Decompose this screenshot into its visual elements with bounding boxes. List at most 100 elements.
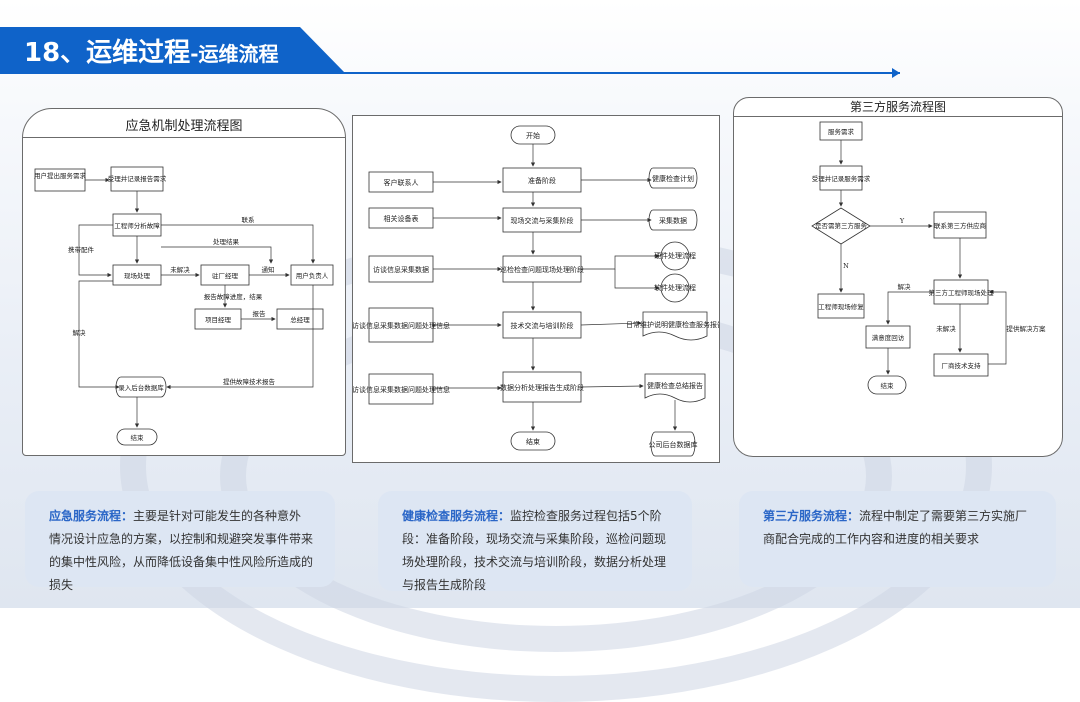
tech-label: 技术交流与培训阶段 bbox=[511, 321, 574, 330]
inspect-node bbox=[502, 255, 582, 283]
vendor-support-node bbox=[933, 353, 989, 377]
page-title: 18、运维过程-运维流程 bbox=[24, 32, 279, 69]
report-edge-label: 报告故障进度，结果 bbox=[204, 292, 263, 301]
start-label: 开始 bbox=[526, 131, 540, 140]
health-check-flow-panel: 开始 准备阶段 现场交流与采集阶段 巡检检查问题现场处理阶段 技术交流与培训阶段… bbox=[352, 115, 720, 463]
gm-node bbox=[276, 308, 324, 330]
sw-output bbox=[660, 273, 690, 303]
device-table-label: 相关设备表 bbox=[384, 214, 419, 223]
contact-input-label: 客户联系人 bbox=[384, 178, 419, 187]
title-divider-arrow bbox=[892, 68, 900, 78]
health-summary-body: 监控检查服务过程包括5个阶段：准备阶段，现场交流与采集阶段，巡检问题现场处理阶段… bbox=[402, 509, 667, 592]
sw-output-label: 软件处理流程 bbox=[654, 283, 696, 292]
emergency-flow-title: 应急机制处理流程图 bbox=[23, 115, 345, 138]
engineer-fix-node bbox=[817, 293, 865, 319]
report2-edge-label: 报告 bbox=[253, 309, 267, 318]
third-party-flow-diagram: 服务需求 受理并记录服务需求 是否需第三方服务 联系第三方供应商 工程师现场修复… bbox=[811, 121, 1047, 395]
doc-output-label: 日常维护说明健康检查服务报告 bbox=[626, 320, 719, 329]
emergency-flow-panel: 应急机制处理流程图 bbox=[22, 108, 346, 456]
plan-output-label: 健康检查计划 bbox=[652, 174, 694, 183]
third-party-summary-body: 流程中制定了需要第三方实施厂商配合完成的工作内容和进度的相关要求 bbox=[763, 509, 1028, 546]
end-node bbox=[116, 428, 158, 446]
emergency-summary-text: 应急服务流程：主要是针对可能发生的各种意外情况设计应急的方案，以控制和规避突发事… bbox=[49, 505, 313, 597]
collect-label: 现场交流与采集阶段 bbox=[511, 216, 574, 225]
accept-label: 受理并记录报告需求 bbox=[108, 174, 167, 183]
spare-edge-label: 携带配件 bbox=[68, 245, 95, 254]
db-output bbox=[650, 431, 696, 457]
provide-edge-label: 提供解决方案 bbox=[1007, 324, 1047, 333]
health-check-flow-diagram: 开始 准备阶段 现场交流与采集阶段 巡检检查问题现场处理阶段 技术交流与培训阶段… bbox=[353, 125, 719, 457]
engineer-fix-label: 工程师现场修复 bbox=[818, 302, 864, 311]
backend-db-label: 录入后台数据库 bbox=[118, 383, 164, 392]
third-party-flow-title: 第三方服务流程图 bbox=[734, 98, 1062, 117]
request-label: 服务需求 bbox=[828, 127, 855, 136]
solved-edge-label: 解决 bbox=[73, 328, 87, 337]
user-lead-label: 用户负责人 bbox=[296, 271, 329, 280]
analysis-label: 数据分析处理报告生成阶段 bbox=[500, 383, 584, 392]
access3-input bbox=[368, 373, 434, 405]
notify-edge-label: 通知 bbox=[262, 265, 275, 274]
access2-label: 访谈信息采集数据问题处理信息 bbox=[353, 321, 450, 330]
plan-output bbox=[648, 167, 698, 189]
collect-node bbox=[502, 207, 582, 233]
report-output-label: 健康检查总结报告 bbox=[647, 381, 703, 390]
emergency-summary-body: 主要是针对可能发生的各种意外情况设计应急的方案，以控制和规避突发事件带来的集中性… bbox=[49, 509, 314, 592]
title-plate bbox=[0, 27, 345, 73]
health-summary-key: 健康检查服务流程： bbox=[402, 509, 511, 523]
vendor-onsite-node bbox=[933, 279, 989, 305]
process-result-edge-label: 处理结果 bbox=[213, 237, 240, 246]
data-output bbox=[648, 209, 698, 231]
access1-label: 访谈信息采集数据 bbox=[373, 265, 429, 274]
hw-output bbox=[660, 241, 690, 271]
data-output-label: 采集数据 bbox=[659, 216, 687, 225]
onsite-label: 现场处理 bbox=[124, 271, 151, 280]
satisfaction-label: 满意度回访 bbox=[872, 333, 905, 342]
contact-vendor-label: 联系第三方供应商 bbox=[934, 221, 987, 230]
prep-label: 准备阶段 bbox=[528, 176, 556, 185]
emergency-flow-diagram: 用户提出服务需求 受理并记录报告需求 工程师分析故障 现场处理 驻厂经理 用户负… bbox=[34, 166, 334, 446]
third-party-summary-key: 第三方服务流程： bbox=[763, 509, 860, 523]
end-label: 结束 bbox=[881, 381, 895, 390]
accept-node bbox=[110, 166, 164, 192]
third-party-flow-panel: 第三方服务流程图 服务需求 受理并记录服务需求 bbox=[733, 97, 1063, 457]
third-party-summary-card: 第三方服务流程：流程中制定了需要第三方实施厂商配合完成的工作内容和进度的相关要求 bbox=[739, 491, 1056, 587]
yes-edge-label: Y bbox=[899, 217, 905, 225]
unsolved-edge-label: 未解决 bbox=[170, 265, 190, 274]
title-divider bbox=[0, 72, 900, 74]
health-summary-card: 健康检查服务流程：监控检查服务过程包括5个阶段：准备阶段，现场交流与采集阶段，巡… bbox=[378, 491, 692, 592]
end-label: 结束 bbox=[131, 433, 145, 442]
no-edge-label: N bbox=[843, 262, 849, 270]
support-edge-label: 提供故障技术报告 bbox=[223, 377, 276, 386]
accept-label: 受理并记录服务需求 bbox=[812, 174, 871, 183]
unsolved-edge-label: 未解决 bbox=[936, 324, 956, 333]
vendor-onsite-label: 第三方工程师现场处理 bbox=[929, 288, 995, 297]
access1-input bbox=[368, 255, 434, 283]
doc-output bbox=[642, 311, 708, 341]
health-summary-text: 健康检查服务流程：监控检查服务过程包括5个阶段：准备阶段，现场交流与采集阶段，巡… bbox=[402, 505, 670, 597]
db-output-label: 公司后台数据库 bbox=[649, 440, 698, 449]
emergency-summary-card: 应急服务流程：主要是针对可能发生的各种意外情况设计应急的方案，以控制和规避突发事… bbox=[25, 491, 335, 592]
end-node bbox=[867, 375, 907, 395]
emergency-summary-key: 应急服务流程： bbox=[49, 509, 134, 523]
third-party-summary-text: 第三方服务流程：流程中制定了需要第三方实施厂商配合完成的工作内容和进度的相关要求 bbox=[763, 505, 1034, 551]
user-lead-node bbox=[290, 264, 334, 286]
solved-edge-label: 解决 bbox=[898, 282, 912, 291]
title-bar: 18、运维过程-运维流程 bbox=[0, 27, 345, 73]
vendor-mgr-label: 驻厂经理 bbox=[212, 271, 239, 280]
vendor-support-label: 厂商技术支持 bbox=[942, 361, 982, 370]
backend-db-node bbox=[115, 376, 167, 398]
engineer-label: 工程师分析故障 bbox=[114, 221, 160, 230]
project-mgr-label: 项目经理 bbox=[205, 315, 232, 324]
contact-edge-label: 联系 bbox=[242, 215, 256, 224]
gm-label: 总经理 bbox=[290, 315, 310, 324]
hw-output-label: 硬件处理流程 bbox=[654, 251, 696, 260]
end-label: 结束 bbox=[526, 437, 540, 446]
decision-label: 是否需第三方服务 bbox=[815, 221, 868, 230]
end-node bbox=[510, 431, 556, 451]
report-output bbox=[644, 373, 706, 403]
page-title-main: 18、运维过程 bbox=[24, 38, 191, 68]
page-title-sub: -运维流程 bbox=[190, 42, 279, 66]
accept-node bbox=[819, 165, 863, 191]
inspect-label: 巡检检查问题现场处理阶段 bbox=[500, 265, 584, 274]
access3-label: 访谈信息采集数据问题处理信息 bbox=[353, 385, 450, 394]
